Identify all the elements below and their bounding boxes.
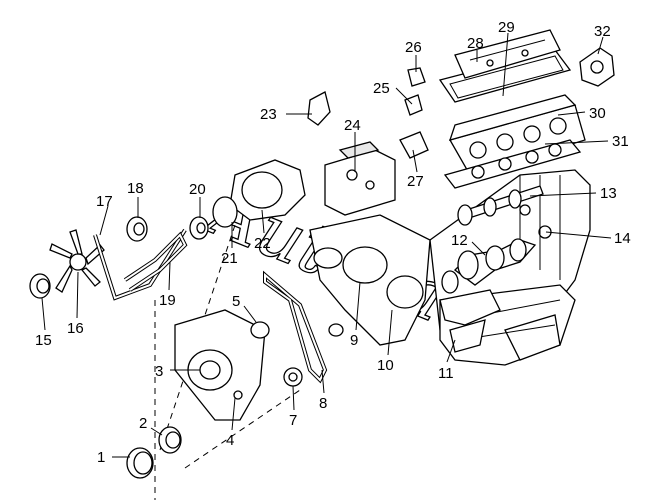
- valve-cover: [454, 29, 561, 79]
- crank-pulley: [126, 447, 154, 479]
- callout-8: 8: [319, 395, 327, 412]
- assembly-axes: [154, 224, 301, 500]
- crank-hub: [158, 426, 182, 454]
- alternator: [212, 159, 306, 228]
- timing-belt: [263, 270, 328, 384]
- callout-19: 19: [159, 292, 176, 309]
- callout-21: 21: [221, 250, 238, 267]
- drive-belt-19: [123, 231, 188, 292]
- callout-7: 7: [289, 412, 297, 429]
- callout-15: 15: [35, 332, 52, 349]
- front-cover: [174, 309, 266, 421]
- callout-3: 3: [155, 363, 163, 380]
- injector-25: [404, 94, 423, 116]
- callout-4: 4: [226, 432, 234, 449]
- idler-18: [126, 216, 148, 242]
- callout-26: 26: [405, 39, 422, 56]
- callout-22: 22: [254, 235, 271, 252]
- head-gasket: [443, 139, 582, 189]
- callout-2: 2: [139, 415, 147, 432]
- bracket-23: [307, 91, 331, 126]
- drive-belt-17: [93, 228, 187, 301]
- callout-30: 30: [589, 105, 606, 122]
- callout-9: 9: [350, 332, 358, 349]
- callout-28: 28: [467, 35, 484, 52]
- tensioner-pulley: [283, 367, 303, 387]
- callout-11: 11: [438, 365, 454, 382]
- callout-17: 17: [96, 193, 113, 210]
- callout-10: 10: [377, 357, 394, 374]
- camshaft: [457, 185, 544, 226]
- callout-18: 18: [127, 180, 144, 197]
- idler-pulley: [328, 323, 344, 337]
- cylinder-head: [448, 94, 586, 176]
- timing-cover: [309, 214, 431, 346]
- thermostat: [250, 321, 270, 339]
- callout-32: 32: [594, 23, 611, 40]
- callout-31: 31: [612, 133, 629, 150]
- idler-20: [189, 216, 209, 240]
- callout-27: 27: [407, 173, 424, 190]
- thermostat-housing: [579, 47, 615, 87]
- fan-pulley: [29, 273, 51, 299]
- callout-25: 25: [373, 80, 390, 97]
- callout-16: 16: [67, 320, 84, 337]
- callout-20: 20: [189, 181, 206, 198]
- callout-13: 13: [600, 185, 617, 202]
- cooling-fan: [49, 229, 105, 293]
- callout-1: 1: [97, 449, 105, 466]
- glow-plug-27: [399, 131, 429, 159]
- crankshaft: [441, 238, 537, 294]
- callout-24: 24: [344, 117, 361, 134]
- callout-5: 5: [232, 293, 240, 310]
- injection-pump: [324, 141, 396, 216]
- callout-labels: 1 2 3 4 5 7 8 9 10 11 12 13 14 15 16 17 …: [35, 19, 631, 466]
- callout-23: 23: [260, 106, 277, 123]
- callout-12: 12: [451, 232, 468, 249]
- callout-29: 29: [498, 19, 515, 36]
- callout-14: 14: [614, 230, 631, 247]
- leader-lines: [41, 32, 612, 458]
